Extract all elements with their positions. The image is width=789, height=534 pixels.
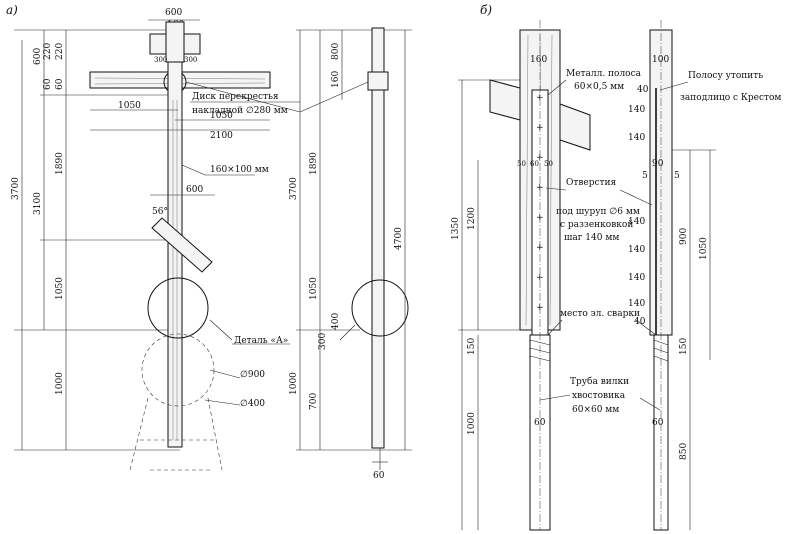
holes-label-4: шаг 140 мм: [564, 233, 619, 243]
mid-dim-800: 800: [331, 43, 341, 60]
mid-dim-700: 700: [309, 393, 319, 410]
dim-2100: 2100: [210, 131, 233, 141]
svg-text:140: 140: [628, 245, 645, 255]
mid-dim-1000: 1000: [289, 372, 299, 395]
svg-text:140: 140: [628, 133, 645, 143]
upper-crossbar-post: [165, 21, 185, 63]
mid-dim-400: 400: [331, 313, 341, 330]
holes-label-2: под шуруп ∅6 мм: [556, 207, 640, 217]
dim-90-b: 90: [652, 159, 664, 169]
dim-50-1: 50: [517, 160, 526, 168]
b-dim-1200: 1200: [467, 207, 477, 230]
mid-dim-3700: 3700: [289, 177, 299, 200]
flush-label-2: заподлицо с Крестом: [680, 93, 781, 103]
mid-dim-4700: 4700: [394, 227, 404, 250]
mid-dim-1890: 1890: [309, 152, 319, 175]
panel-a-label: а): [6, 3, 18, 17]
angle-label: 56°: [152, 207, 168, 217]
disc-leader: [185, 81, 301, 113]
dim-220-b: 220: [43, 43, 53, 60]
dim-160-b: 160: [530, 55, 547, 65]
dim-1050-right: 1050: [210, 111, 233, 121]
dim-3700: 3700: [11, 177, 21, 200]
b-dim-1350: 1350: [451, 217, 461, 240]
svg-text:40: 40: [634, 317, 646, 327]
dim-60-a: 60: [55, 78, 65, 90]
pipe-label-2: хвостовика: [572, 391, 626, 401]
holes-label-3: с раззенковкой: [560, 220, 633, 230]
side-post: [371, 27, 385, 449]
svg-text:140: 140: [628, 299, 645, 309]
pipe-label-1: Труба вилки: [570, 376, 629, 387]
svg-text:140: 140: [628, 273, 645, 283]
mid-bottom-60: 60: [373, 471, 385, 481]
dim-1890: 1890: [55, 152, 65, 175]
dim-top-600: 600: [165, 8, 182, 18]
detail-a-label: Деталь «А»: [234, 336, 288, 346]
b-dim-900: 900: [679, 228, 689, 245]
panel-b-label: б): [480, 3, 492, 17]
spacing-dims: 40 140 140 140 140 140 140 40: [628, 85, 649, 327]
metal-label-2: 60×0,5 мм: [574, 82, 624, 92]
svg-text:140: 140: [628, 105, 645, 115]
b-dim-1050: 1050: [699, 237, 709, 260]
slanted-footbar: [151, 217, 213, 273]
disc-label-2: накладной ∅280 мм: [192, 106, 288, 116]
dim-600-lower: 600: [186, 185, 203, 195]
flush-label-1: Полосу утопить: [688, 71, 763, 81]
diam-900-label: ∅900: [240, 370, 265, 380]
mid-dim-300: 300: [318, 333, 328, 350]
dim-300-right: 300: [184, 56, 197, 64]
crossbar-stub-right: [559, 103, 591, 151]
b-dim-850: 850: [679, 443, 689, 460]
dim-60-pipe-right: 60: [652, 418, 664, 428]
svg-text:140: 140: [628, 217, 645, 227]
dim-1050-left: 1050: [118, 101, 141, 111]
holes-label-1: Отверстия: [566, 178, 617, 188]
crossbar-stub-left: [489, 79, 521, 121]
dim-1050: 1050: [55, 277, 65, 300]
weld-label: место эл. сварки: [560, 309, 640, 319]
foundation-outline: [129, 397, 223, 471]
b-dim-150r: 150: [679, 338, 689, 355]
mid-dim-160: 160: [331, 71, 341, 88]
mid-dim-1050: 1050: [309, 277, 319, 300]
dim-300-left: 300: [154, 56, 167, 64]
ground-mound-circle: [141, 333, 215, 407]
dim-50-2: 50: [544, 160, 553, 168]
b-dim-1000: 1000: [467, 412, 477, 435]
section-label: 160×100 мм: [210, 165, 269, 175]
dim-1000: 1000: [55, 372, 65, 395]
dim-220-a: 220: [55, 43, 65, 60]
dim-5-b: 5: [674, 171, 680, 181]
svg-text:40: 40: [637, 85, 649, 95]
dim-3100: 3100: [33, 192, 43, 215]
dim-60-1: 60: [530, 160, 539, 168]
b-dim-150: 150: [467, 338, 477, 355]
side-crossbar: [367, 71, 389, 91]
diam-400-label: ∅400: [240, 399, 265, 409]
side-detail-circle: [351, 279, 409, 337]
dim-60-b: 60: [43, 78, 53, 90]
dim-600: 600: [33, 48, 43, 65]
dim-100-b: 100: [652, 55, 669, 65]
pipe-label-3: 60×60 мм: [572, 405, 619, 415]
dim-5-a: 5: [642, 171, 648, 181]
metal-label-1: Металл. полоса: [566, 69, 642, 79]
disc-label-1: Диск перекрестья: [192, 92, 279, 102]
svg-text:+: +: [536, 183, 544, 193]
detail-a-circle: [147, 277, 209, 339]
